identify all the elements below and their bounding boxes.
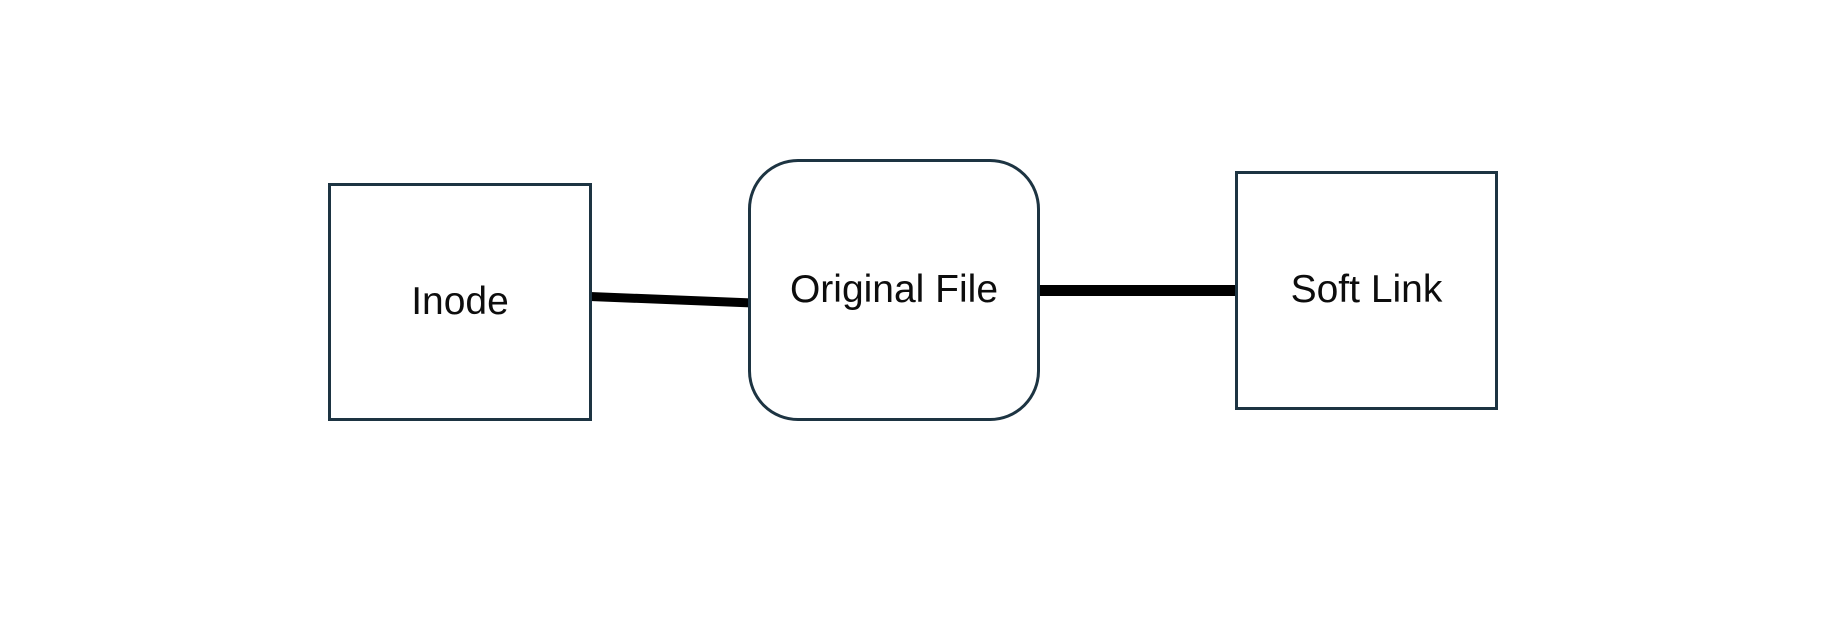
node-inode-label: Inode <box>411 279 509 323</box>
node-inode: Inode <box>328 183 592 421</box>
node-soft-link-label: Soft Link <box>1290 268 1443 312</box>
connector-original-file-to-soft-link <box>1038 285 1238 296</box>
node-original-file: Original File <box>748 159 1040 421</box>
connector-inode-to-original-file <box>589 292 751 308</box>
node-original-file-label: Original File <box>789 267 999 311</box>
node-soft-link: Soft Link <box>1235 171 1498 410</box>
